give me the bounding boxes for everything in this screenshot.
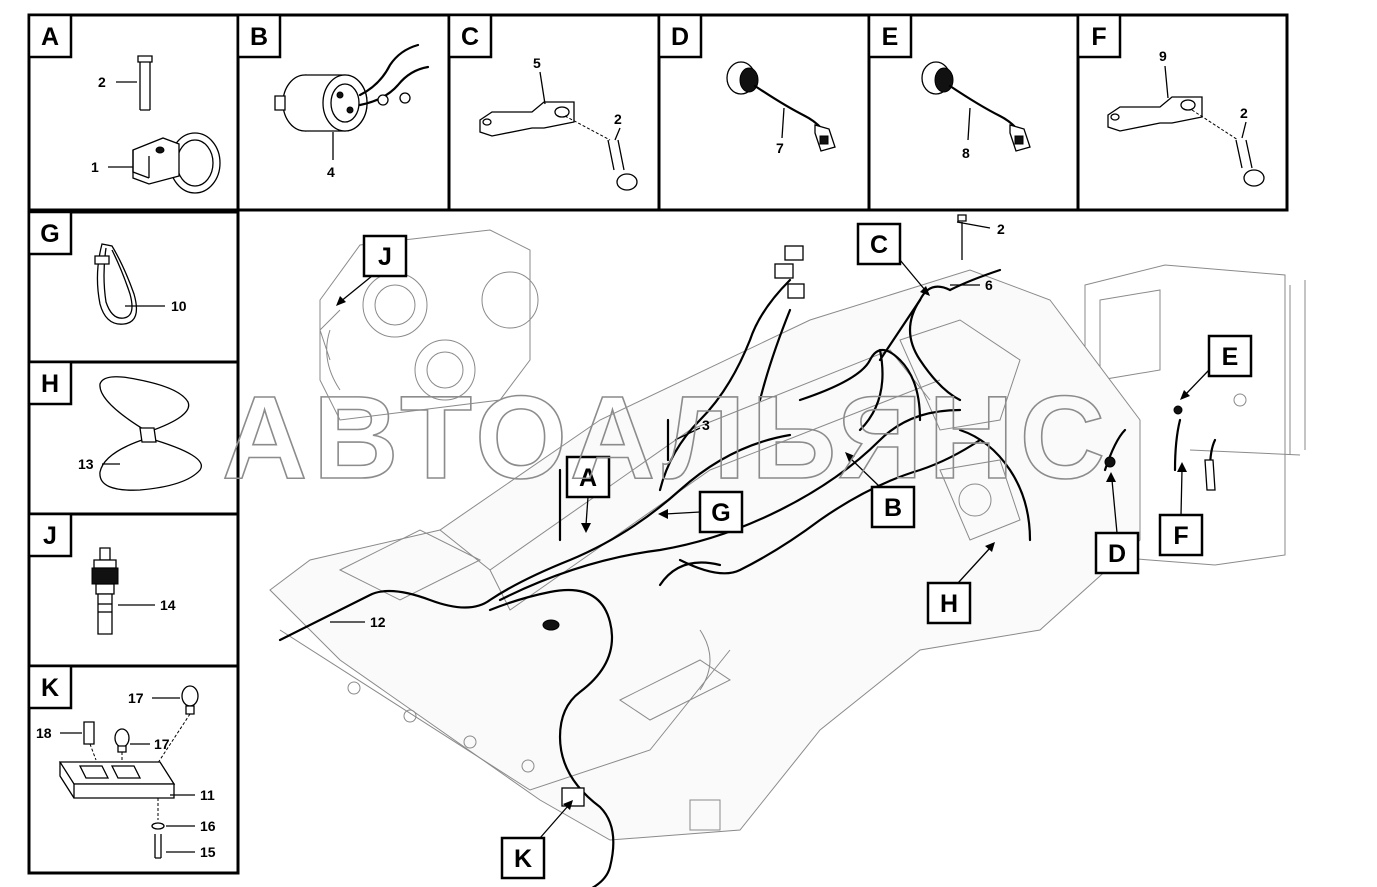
- panel-b-letter: B: [250, 23, 268, 51]
- main-assembly: 2 6 3 12 J C A G B E: [269, 214, 1306, 887]
- panel-d-num-7: 7: [776, 140, 784, 156]
- main-callout-h: H: [940, 590, 958, 618]
- panel-f: F 9 2: [1076, 13, 1265, 187]
- panel-a-num-1: 1: [91, 159, 99, 175]
- panel-h-letter: H: [41, 370, 59, 398]
- panel-j-num-14: 14: [160, 597, 176, 613]
- panel-f-num-2: 2: [1240, 105, 1248, 121]
- panel-k-num-16: 16: [200, 818, 216, 834]
- main-num-6: 6: [985, 277, 993, 293]
- watermark-text: АВТОАЛЬЯНС: [222, 372, 1111, 504]
- panel-e: E 8: [867, 13, 1031, 161]
- main-callout-b: B: [884, 494, 902, 522]
- panel-j: J 14: [27, 512, 176, 635]
- main-callout-c: C: [870, 231, 888, 259]
- panel-c: C 5 2: [447, 13, 638, 191]
- panel-g-letter: G: [40, 220, 59, 248]
- panel-c-num-2: 2: [614, 111, 622, 127]
- main-callout-f: F: [1173, 522, 1188, 550]
- main-callout-d: D: [1108, 540, 1126, 568]
- panel-h: H 13: [27, 360, 202, 491]
- panel-e-letter: E: [882, 23, 899, 51]
- panel-f-letter: F: [1091, 23, 1106, 51]
- panel-b-num-4: 4: [327, 164, 335, 180]
- main-callout-e: E: [1222, 343, 1239, 371]
- panel-b: B 4: [236, 13, 430, 180]
- main-num-2: 2: [997, 221, 1005, 237]
- panel-g-num-10: 10: [171, 298, 187, 314]
- panel-c-num-5: 5: [533, 55, 541, 71]
- main-callout-j: J: [378, 243, 392, 271]
- main-num-3: 3: [702, 417, 710, 433]
- panel-k: K 17 18 17 11 16 15: [27, 664, 216, 860]
- panel-d-letter: D: [671, 23, 689, 51]
- main-callout-g: G: [711, 499, 730, 527]
- panel-k-num-11: 11: [200, 787, 215, 803]
- panel-e-num-8: 8: [962, 145, 970, 161]
- panel-k-letter: K: [41, 674, 59, 702]
- main-callout-a: A: [579, 464, 597, 492]
- panel-g: G 10: [27, 210, 187, 325]
- panel-k-num-15: 15: [200, 844, 216, 860]
- panel-k-num-18: 18: [36, 725, 52, 741]
- panel-j-letter: J: [43, 522, 57, 550]
- main-num-12: 12: [370, 614, 386, 630]
- panel-f-num-9: 9: [1159, 48, 1167, 64]
- panel-a-letter: A: [41, 23, 59, 51]
- panel-a-num-2: 2: [98, 74, 106, 90]
- panel-k-frame: [27, 664, 240, 875]
- panel-k-num-17a: 17: [128, 690, 144, 706]
- panel-a: A 2 1: [27, 13, 221, 194]
- panel-h-num-13: 13: [78, 456, 94, 472]
- panel-d: D 7: [657, 13, 836, 156]
- panel-c-letter: C: [461, 23, 479, 51]
- main-callout-k: K: [514, 845, 532, 873]
- panel-k-num-17b: 17: [154, 736, 170, 752]
